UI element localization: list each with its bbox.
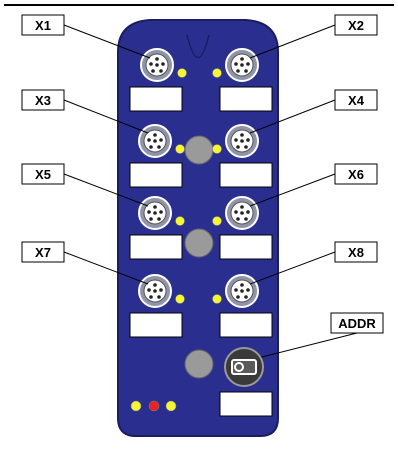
connector-x5	[138, 196, 172, 230]
status-led-x6	[212, 216, 222, 226]
callout-addr: ADDR	[330, 312, 384, 334]
callout-line-addr	[249, 332, 358, 361]
label-field-x4	[219, 162, 273, 188]
label-field-x1	[129, 86, 183, 112]
connector-x7	[138, 274, 172, 308]
label-field-x7	[129, 312, 183, 338]
status-led-x1	[177, 68, 187, 78]
callout-label-x1: X1	[35, 18, 51, 33]
callout-label-x4: X4	[348, 93, 365, 108]
module-top-notch	[186, 34, 210, 58]
callout-line-x1	[63, 24, 151, 59]
center-indicator-2	[184, 228, 214, 258]
addr-switch[interactable]	[224, 347, 264, 387]
label-field-addr	[219, 391, 273, 417]
callout-label-addr: ADDR	[338, 316, 376, 331]
status-led-x8	[212, 294, 222, 304]
label-field-x3	[129, 162, 183, 188]
status-led-x7	[175, 294, 185, 304]
status-led-x2	[212, 68, 222, 78]
callout-label-x3: X3	[35, 93, 51, 108]
callout-label-x5: X5	[35, 167, 51, 182]
callout-line-x8	[249, 251, 336, 285]
rotary-address-switch-icon	[231, 359, 257, 375]
callout-x7: X7	[21, 241, 65, 263]
label-field-x5	[129, 234, 183, 260]
callout-x4: X4	[334, 89, 378, 111]
status-led-x4	[212, 144, 222, 154]
callout-x2: X2	[334, 14, 378, 36]
callout-line-x5	[63, 173, 149, 207]
connector-x8	[225, 274, 259, 308]
connector-x2	[225, 48, 259, 82]
callout-label-x7: X7	[35, 245, 51, 260]
callout-line-x7	[63, 251, 149, 285]
label-field-x2	[219, 86, 273, 112]
power-led-2	[165, 400, 177, 412]
center-indicator-3	[184, 349, 214, 379]
error-led	[148, 400, 160, 412]
callout-x1: X1	[21, 14, 65, 36]
callout-x3: X3	[21, 89, 65, 111]
label-field-x6	[219, 234, 273, 260]
connector-x1	[140, 48, 174, 82]
label-field-x8	[219, 312, 273, 338]
callout-line-x3	[63, 99, 149, 134]
callout-x5: X5	[21, 163, 65, 185]
center-indicator-1	[184, 135, 214, 165]
connector-x4	[225, 124, 259, 158]
connector-x6	[225, 196, 259, 230]
callout-line-x4	[249, 99, 336, 134]
callout-label-x8: X8	[348, 245, 364, 260]
callout-line-x2	[249, 24, 336, 59]
callout-x6: X6	[334, 163, 378, 185]
callout-label-x6: X6	[348, 167, 364, 182]
power-led-1	[130, 400, 142, 412]
callout-x8: X8	[334, 241, 378, 263]
callout-line-x6	[249, 173, 336, 207]
callout-label-x2: X2	[348, 18, 364, 33]
status-led-x3	[175, 144, 185, 154]
status-led-x5	[175, 216, 185, 226]
connector-x3	[138, 124, 172, 158]
